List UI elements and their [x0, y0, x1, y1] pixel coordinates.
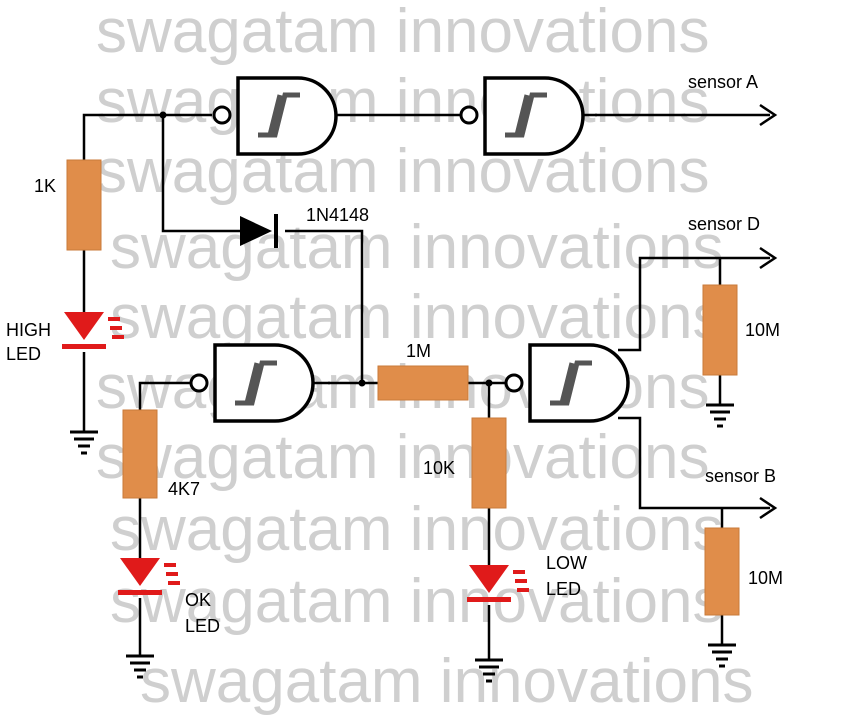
- watermark-row: swagatam innovations: [110, 283, 723, 352]
- schmitt-nand-gate-4: [504, 343, 630, 423]
- resistor-1k: [66, 159, 102, 251]
- watermark-row: swagatam innovations: [96, 137, 709, 206]
- watermark-row: swagatam innovations: [140, 647, 753, 716]
- label-1m: 1M: [406, 341, 431, 361]
- label-10m-bottom: 10M: [748, 568, 783, 588]
- label-low-led-2: LED: [546, 579, 581, 599]
- resistor-10m-top: [702, 284, 738, 376]
- ground-icon: [708, 643, 736, 668]
- label-sensor-a: sensor A: [688, 72, 758, 92]
- label-sensor-b: sensor B: [705, 466, 776, 486]
- wires: [82, 113, 770, 660]
- watermark-row: swagatam innovations: [96, 423, 709, 492]
- label-ok-led-1: OK: [185, 590, 211, 610]
- watermark-row: swagatam innovations: [96, 67, 709, 136]
- ground-icon: [475, 658, 503, 683]
- watermark-row: swagatam innovations: [110, 567, 723, 636]
- watermark-row: swagatam innovations: [110, 213, 723, 282]
- resistor-10k: [471, 417, 507, 509]
- arrow-icon: [759, 246, 778, 270]
- arrow-icon: [759, 496, 778, 520]
- output-arrows: [759, 103, 778, 520]
- junctions: [159, 111, 493, 387]
- watermark-row: swagatam innovations: [110, 495, 723, 564]
- arrow-icon: [759, 103, 778, 127]
- label-ok-led-2: LED: [185, 616, 220, 636]
- low-led: [467, 565, 529, 602]
- ground-icon: [706, 403, 734, 428]
- label-10k: 10K: [423, 458, 455, 478]
- watermark-row: swagatam innovations: [96, 0, 709, 66]
- ground-icon: [70, 430, 98, 455]
- schmitt-nand-gate-3: [189, 343, 330, 423]
- ok-led: [118, 558, 180, 595]
- label-high-led-1: HIGH: [6, 320, 51, 340]
- resistor-10m-bottom: [704, 527, 740, 616]
- label-4k7: 4K7: [168, 479, 200, 499]
- label-low-led-1: LOW: [546, 553, 587, 573]
- high-led: [62, 312, 124, 349]
- ground-icon: [126, 654, 154, 679]
- label-10m-top: 10M: [745, 320, 780, 340]
- resistor-1m: [377, 365, 469, 401]
- label-diode: 1N4148: [306, 205, 369, 225]
- label-1k: 1K: [34, 176, 56, 196]
- label-high-led-2: LED: [6, 344, 41, 364]
- schmitt-nand-gate-2: [459, 76, 597, 156]
- label-sensor-d: sensor D: [688, 214, 760, 234]
- diode-1n4148: [240, 214, 278, 248]
- schmitt-nand-gate-1: [212, 76, 350, 156]
- resistor-4k7: [122, 409, 158, 499]
